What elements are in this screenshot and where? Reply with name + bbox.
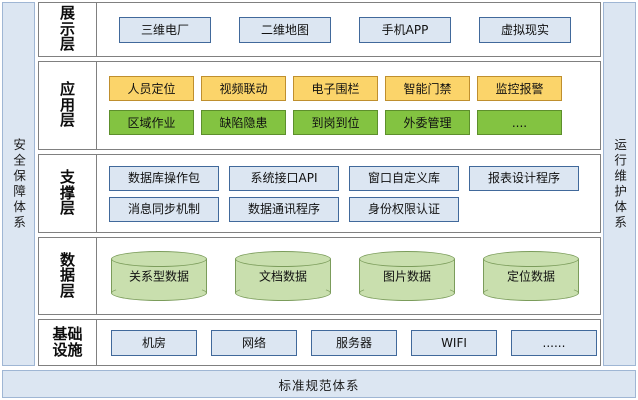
node-infrastructure-1[interactable]: 机房 (111, 329, 197, 356)
layer-infrastructure-body: 机房 网络 服务器 WIFI ...... (97, 320, 611, 365)
node-support-1[interactable]: 数据库操作包 (109, 165, 219, 191)
layer-presentation-label: 展 示 层 (59, 4, 75, 54)
node-presentation-3[interactable]: 手机APP (359, 16, 451, 43)
layer-support-row-2: 消息同步机制 数据通讯程序 身份权限认证 (97, 196, 600, 222)
node-application-green-3[interactable]: 到岗到位 (293, 110, 378, 135)
node-infrastructure-5[interactable]: ...... (511, 329, 597, 356)
node-presentation-4[interactable]: 虚拟现实 (479, 16, 571, 43)
node-support-5[interactable]: 消息同步机制 (109, 196, 219, 222)
node-infrastructure-2[interactable]: 网络 (211, 329, 297, 356)
database-cylinder-2[interactable]: 文档数据 (235, 251, 331, 301)
layer-data-row: 关系型数据 文档数据 图片数据 定 (97, 238, 607, 314)
node-support-4[interactable]: 报表设计程序 (469, 165, 579, 191)
node-application-green-1[interactable]: 区域作业 (109, 110, 194, 135)
right-pillar-maintenance-system: 运行维护体系 (603, 2, 636, 366)
node-presentation-2[interactable]: 二维地图 (239, 16, 331, 43)
node-application-orange-5[interactable]: 监控报警 (477, 76, 562, 101)
layer-support-label: 支 撑 层 (59, 168, 75, 218)
node-application-green-2[interactable]: 缺陷隐患 (201, 110, 286, 135)
cylinder-bottom (359, 285, 455, 301)
database-cylinder-1-label: 关系型数据 (128, 269, 189, 284)
node-support-7[interactable]: 身份权限认证 (349, 196, 459, 222)
layer-application: 应 用 层 人员定位 视频联动 电子围栏 智能门禁 监控报警 区域作业 缺陷隐患… (38, 61, 601, 150)
node-support-3[interactable]: 窗口自定义库 (349, 165, 459, 191)
layer-presentation: 展 示 层 三维电厂 二维地图 手机APP 虚拟现实 (38, 2, 601, 57)
right-pillar-label: 运行维护体系 (612, 137, 628, 231)
layer-application-row-1: 人员定位 视频联动 电子围栏 智能门禁 监控报警 (97, 76, 600, 101)
database-cylinder-4-label: 定位数据 (506, 269, 555, 284)
layer-application-label: 应 用 层 (59, 80, 75, 130)
layer-presentation-body: 三维电厂 二维地图 手机APP 虚拟现实 (97, 3, 600, 56)
layer-support: 支 撑 层 数据库操作包 系统接口API 窗口自定义库 报表设计程序 消息同步机… (38, 154, 601, 233)
layer-infrastructure-label: 基础 设施 (52, 324, 83, 359)
cylinder-bottom (235, 285, 331, 301)
layer-presentation-row: 三维电厂 二维地图 手机APP 虚拟现实 (97, 16, 600, 43)
cylinder-top (483, 251, 579, 267)
node-presentation-1[interactable]: 三维电厂 (119, 16, 211, 43)
layer-support-body: 数据库操作包 系统接口API 窗口自定义库 报表设计程序 消息同步机制 数据通讯… (97, 155, 600, 232)
layer-application-body: 人员定位 视频联动 电子围栏 智能门禁 监控报警 区域作业 缺陷隐患 到岗到位 … (97, 62, 600, 149)
node-application-green-4[interactable]: 外委管理 (385, 110, 470, 135)
cylinder-bottom (111, 285, 207, 301)
layer-support-label-cell: 支 撑 层 (39, 155, 97, 232)
cylinder-top (235, 251, 331, 267)
database-cylinder-1[interactable]: 关系型数据 (111, 251, 207, 301)
node-application-orange-1[interactable]: 人员定位 (109, 76, 194, 101)
layer-support-row-1: 数据库操作包 系统接口API 窗口自定义库 报表设计程序 (97, 165, 600, 191)
cylinder-top (111, 251, 207, 267)
layer-data-label-cell: 数 据 层 (39, 238, 97, 314)
layer-presentation-label-cell: 展 示 层 (39, 3, 97, 56)
layer-infrastructure-label-cell: 基础 设施 (39, 320, 97, 365)
bottom-bar-standards-system: 标准规范体系 (2, 370, 636, 398)
layer-data-label: 数 据 层 (59, 250, 75, 300)
left-pillar-label: 安全保障体系 (11, 137, 27, 231)
node-application-orange-2[interactable]: 视频联动 (201, 76, 286, 101)
bottom-bar-label: 标准规范体系 (278, 377, 360, 393)
node-support-2[interactable]: 系统接口API (229, 165, 339, 191)
database-cylinder-4[interactable]: 定位数据 (483, 251, 579, 301)
layer-data-body: 关系型数据 文档数据 图片数据 定 (97, 238, 607, 314)
node-infrastructure-3[interactable]: 服务器 (311, 329, 397, 356)
cylinder-top (359, 251, 455, 267)
cylinder-bottom (483, 285, 579, 301)
database-cylinder-3-label: 图片数据 (382, 269, 431, 284)
layer-application-row-2: 区域作业 缺陷隐患 到岗到位 外委管理 .... (97, 110, 600, 135)
node-application-green-5[interactable]: .... (477, 110, 562, 135)
node-application-orange-4[interactable]: 智能门禁 (385, 76, 470, 101)
layer-infrastructure: 基础 设施 机房 网络 服务器 WIFI ...... (38, 319, 601, 366)
database-cylinder-2-label: 文档数据 (258, 269, 307, 284)
node-support-6[interactable]: 数据通讯程序 (229, 196, 339, 222)
left-pillar-security-system: 安全保障体系 (2, 2, 35, 366)
layer-application-label-cell: 应 用 层 (39, 62, 97, 149)
layer-infrastructure-row: 机房 网络 服务器 WIFI ...... (97, 329, 611, 356)
node-infrastructure-4[interactable]: WIFI (411, 329, 497, 356)
layer-data: 数 据 层 关系型数据 文档数据 (38, 237, 601, 315)
node-application-orange-3[interactable]: 电子围栏 (293, 76, 378, 101)
database-cylinder-3[interactable]: 图片数据 (359, 251, 455, 301)
